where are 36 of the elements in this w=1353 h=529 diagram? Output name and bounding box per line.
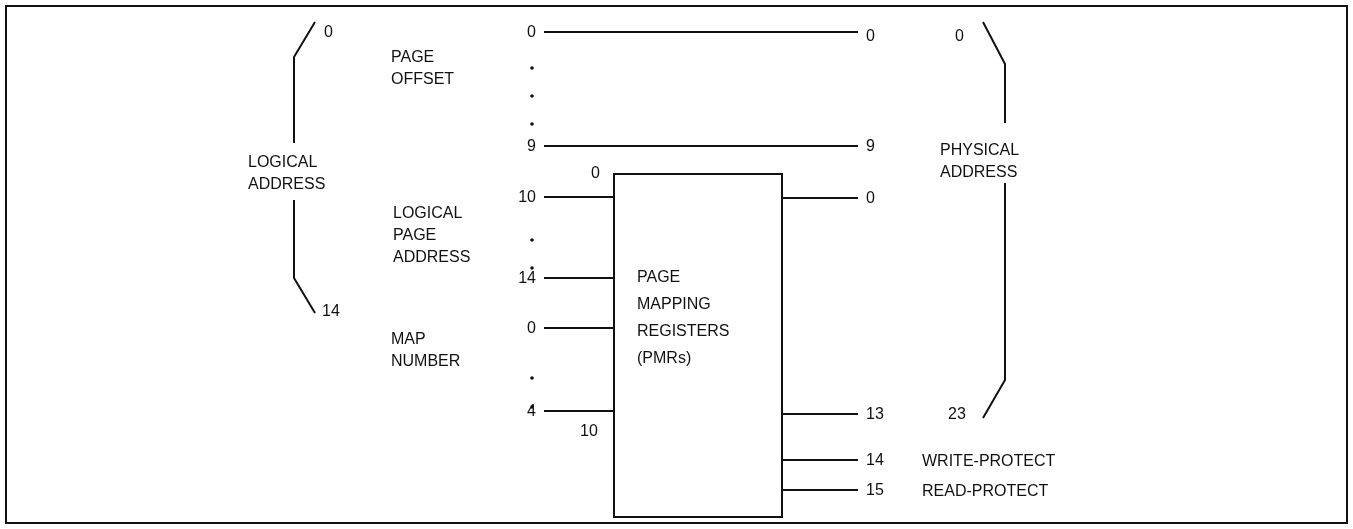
block-label: PAGE MAPPING REGISTERS (PMRs) xyxy=(637,267,731,368)
signal-name: READ-PROTECT xyxy=(922,481,1049,500)
bit-number: 9 xyxy=(508,136,536,156)
bus-name: PHYSICAL ADDRESS xyxy=(940,140,1020,182)
bit-number: 13 xyxy=(866,404,894,424)
signal-line xyxy=(782,459,859,461)
signal-line xyxy=(543,31,859,33)
bit-number: 15 xyxy=(866,480,894,500)
bit-number: 23 xyxy=(948,404,966,423)
bit-number: 0 xyxy=(508,318,536,338)
bit-number: 14 xyxy=(866,450,894,470)
bit-number: 0 xyxy=(866,188,894,208)
bus-name: LOGICAL ADDRESS xyxy=(248,152,327,194)
bit-number: 10 xyxy=(508,187,536,207)
bit-number: 10 xyxy=(580,421,598,440)
bit-number: 14 xyxy=(508,268,536,288)
signal-name: PAGE OFFSET xyxy=(391,47,456,89)
bit-number: 0 xyxy=(866,26,894,46)
bit-number: 0 xyxy=(591,163,600,182)
signal-line xyxy=(543,196,614,198)
signal-name: LOGICAL PAGE ADDRESS xyxy=(393,203,472,267)
signal-line xyxy=(782,489,859,491)
bit-number: 0 xyxy=(955,26,964,45)
signal-line xyxy=(543,277,614,279)
signal-line xyxy=(543,327,614,329)
bit-number: 14 xyxy=(322,301,340,320)
signal-name: WRITE-PROTECT xyxy=(922,451,1056,470)
bit-number: 9 xyxy=(866,136,894,156)
signal-line xyxy=(782,197,859,199)
signal-name: MAP NUMBER xyxy=(391,329,462,371)
bit-number: 0 xyxy=(508,22,536,42)
register-block xyxy=(613,173,783,518)
signal-line xyxy=(782,413,859,415)
signal-line xyxy=(543,410,614,412)
signal-line xyxy=(543,145,859,147)
bit-number: 0 xyxy=(324,22,333,41)
